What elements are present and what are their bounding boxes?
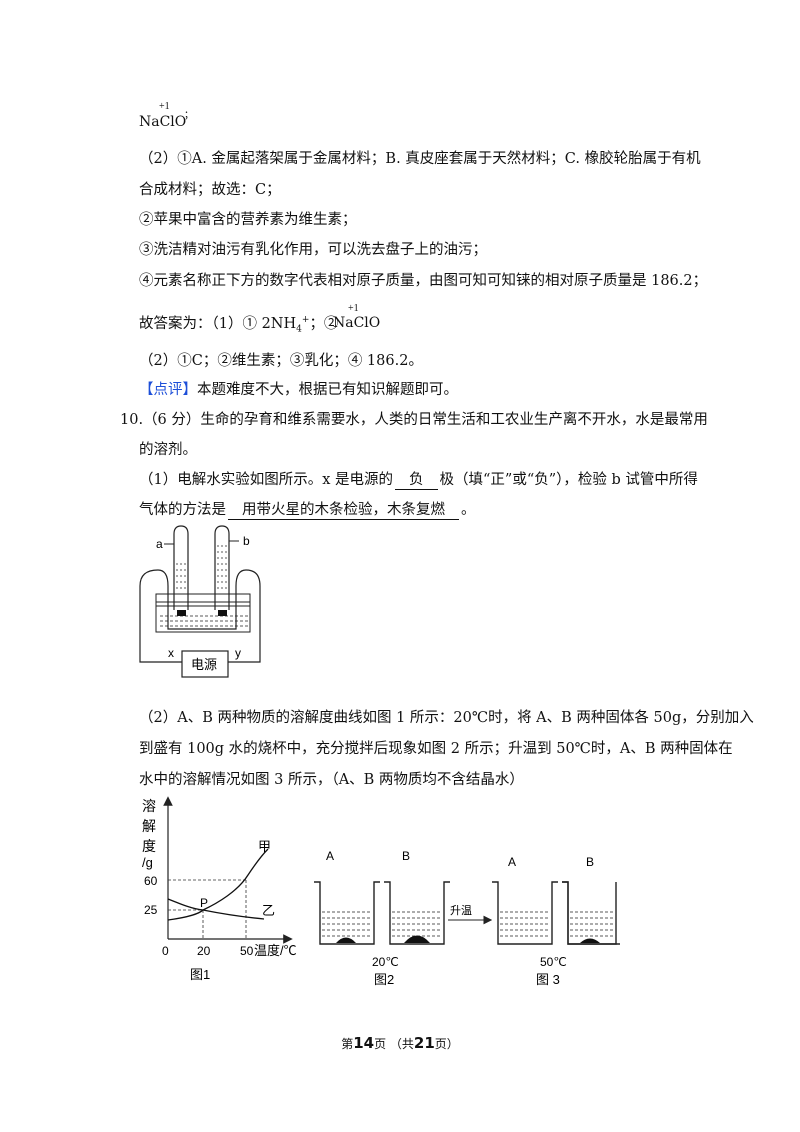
answer-blank: 用带火星的木条检验，木条复燃 xyxy=(228,501,459,520)
oxidation-state: +1 xyxy=(159,101,170,112)
comment-text: 本题难度不大，根据已有知识解题即可。 xyxy=(197,382,458,398)
figure-caption: 图1 xyxy=(190,967,210,982)
y-unit: /g xyxy=(142,855,153,870)
beaker xyxy=(314,881,380,945)
solubility-curve-chart: 溶 解 度 /g P 甲 乙 60 25 0 20 50 温度/℃ 图1 xyxy=(142,796,297,982)
y-tick-label: 25 xyxy=(144,903,158,917)
intersection-point-label: P xyxy=(200,896,208,910)
comment-tag: 【点评】 xyxy=(139,382,197,398)
heating-arrow-label: 升温 xyxy=(450,904,472,917)
answer-line: 故答案为：（1）① 2NH4+；② xyxy=(139,310,338,340)
question-part-2: （2）A、B 两种物质的溶解度曲线如图 1 所示：20℃时，将 A、B 两种固体… xyxy=(139,710,754,726)
beaker-label-a: A xyxy=(508,855,516,869)
oxidation-state: +1 xyxy=(348,303,359,314)
beaker xyxy=(384,881,450,945)
x-axis-label: 温度/℃ xyxy=(254,943,297,958)
footer-text: 页 （共 xyxy=(374,1037,414,1051)
question-part-1: （1）电解水实验如图所示。x 是电源的负极（填“正”或“负”），检验 b 试管中… xyxy=(139,470,698,490)
question-stem: 10.（6 分）生命的孕育和维系需要水，人类的日常生活和工农业生产离不开水，水是… xyxy=(120,412,708,428)
tube-b-label: b xyxy=(243,534,250,548)
answer-prefix: 故答案为：（1）① 2NH xyxy=(139,315,297,332)
tube-a-label: a xyxy=(156,537,163,551)
terminal-y-label: y xyxy=(235,646,241,660)
question-stem: 的溶剂。 xyxy=(139,442,197,458)
q1-text: （1）电解水实验如图所示。x 是电源的 xyxy=(139,472,394,488)
chemical-formula: NaClO xyxy=(139,114,187,130)
subscript: 4 xyxy=(296,324,302,335)
answer-blank: 负 xyxy=(395,471,438,490)
power-source-label: 电源 xyxy=(191,657,217,672)
y-tick-label: 60 xyxy=(144,874,158,888)
beaker xyxy=(562,881,620,945)
punctuation: ； xyxy=(184,110,194,121)
explanation-line: 合成材料；故选：C； xyxy=(139,182,281,198)
beaker-label-b: B xyxy=(402,849,410,863)
beaker xyxy=(492,881,558,945)
page-footer: 第14页 （共21页） xyxy=(0,1034,800,1052)
x-tick-label: 0 xyxy=(162,944,169,958)
footer-text: 第 xyxy=(341,1037,354,1051)
figure-caption: 图 3 xyxy=(536,972,560,987)
answer-mid: ；② xyxy=(309,315,339,332)
curve-label-yi: 乙 xyxy=(262,903,275,918)
beakers-diagram: A B A B 升温 xyxy=(314,849,620,987)
page-total: 21 xyxy=(413,1034,435,1052)
superscript: + xyxy=(301,315,310,325)
explanation-line: ②苹果中富含的营养素为维生素； xyxy=(139,212,357,228)
answer-line: （2）①C；②维生素；③乳化；④ 186.2。 xyxy=(139,353,423,369)
explanation-line: （2）①A. 金属起落架属于金属材料；B. 真皮座套属于天然材料；C. 橡胶轮胎… xyxy=(139,151,701,167)
footer-text: 页） xyxy=(434,1037,459,1051)
curve-label-jia: 甲 xyxy=(258,839,271,854)
question-part-1: 气体的方法是用带火星的木条检验，木条复燃。 xyxy=(139,500,476,520)
q1-text: 极（填“正”或“负”），检验 b 试管中所得 xyxy=(439,472,698,488)
temperature-label: 50℃ xyxy=(540,955,567,969)
beaker-label-b: B xyxy=(586,855,594,869)
explanation-line: ④元素名称正下方的数字代表相对原子质量，由图可知可知铼的相对原子质量是 186.… xyxy=(139,273,708,289)
x-tick-label: 20 xyxy=(197,944,211,958)
comment-line: 【点评】本题难度不大，根据已有知识解题即可。 xyxy=(139,380,458,400)
ylabel-char: 解 xyxy=(142,818,156,834)
x-tick-label: 50 xyxy=(240,944,254,958)
chemical-formula: NaClO xyxy=(333,315,381,331)
explanation-line: ③洗洁精对油污有乳化作用，可以洗去盘子上的油污； xyxy=(139,242,487,258)
figure-caption: 图2 xyxy=(374,972,394,987)
electrolysis-diagram: a b 电源 x y xyxy=(139,525,261,678)
beaker-label-a: A xyxy=(326,849,334,863)
temperature-label: 20℃ xyxy=(372,955,399,969)
question-part-2: 水中的溶解情况如图 3 所示，（A、B 两物质均不含结晶水） xyxy=(139,772,524,788)
page-number: 14 xyxy=(353,1034,375,1052)
terminal-x-label: x xyxy=(168,646,174,660)
q1-text: 气体的方法是 xyxy=(139,502,226,518)
ylabel-char: 度 xyxy=(142,838,156,854)
ylabel-char: 溶 xyxy=(142,798,156,814)
question-part-2: 到盛有 100g 水的烧杯中，充分搅拌后现象如图 2 所示；升温到 50℃时，A… xyxy=(139,741,733,757)
q1-text: 。 xyxy=(461,502,476,518)
